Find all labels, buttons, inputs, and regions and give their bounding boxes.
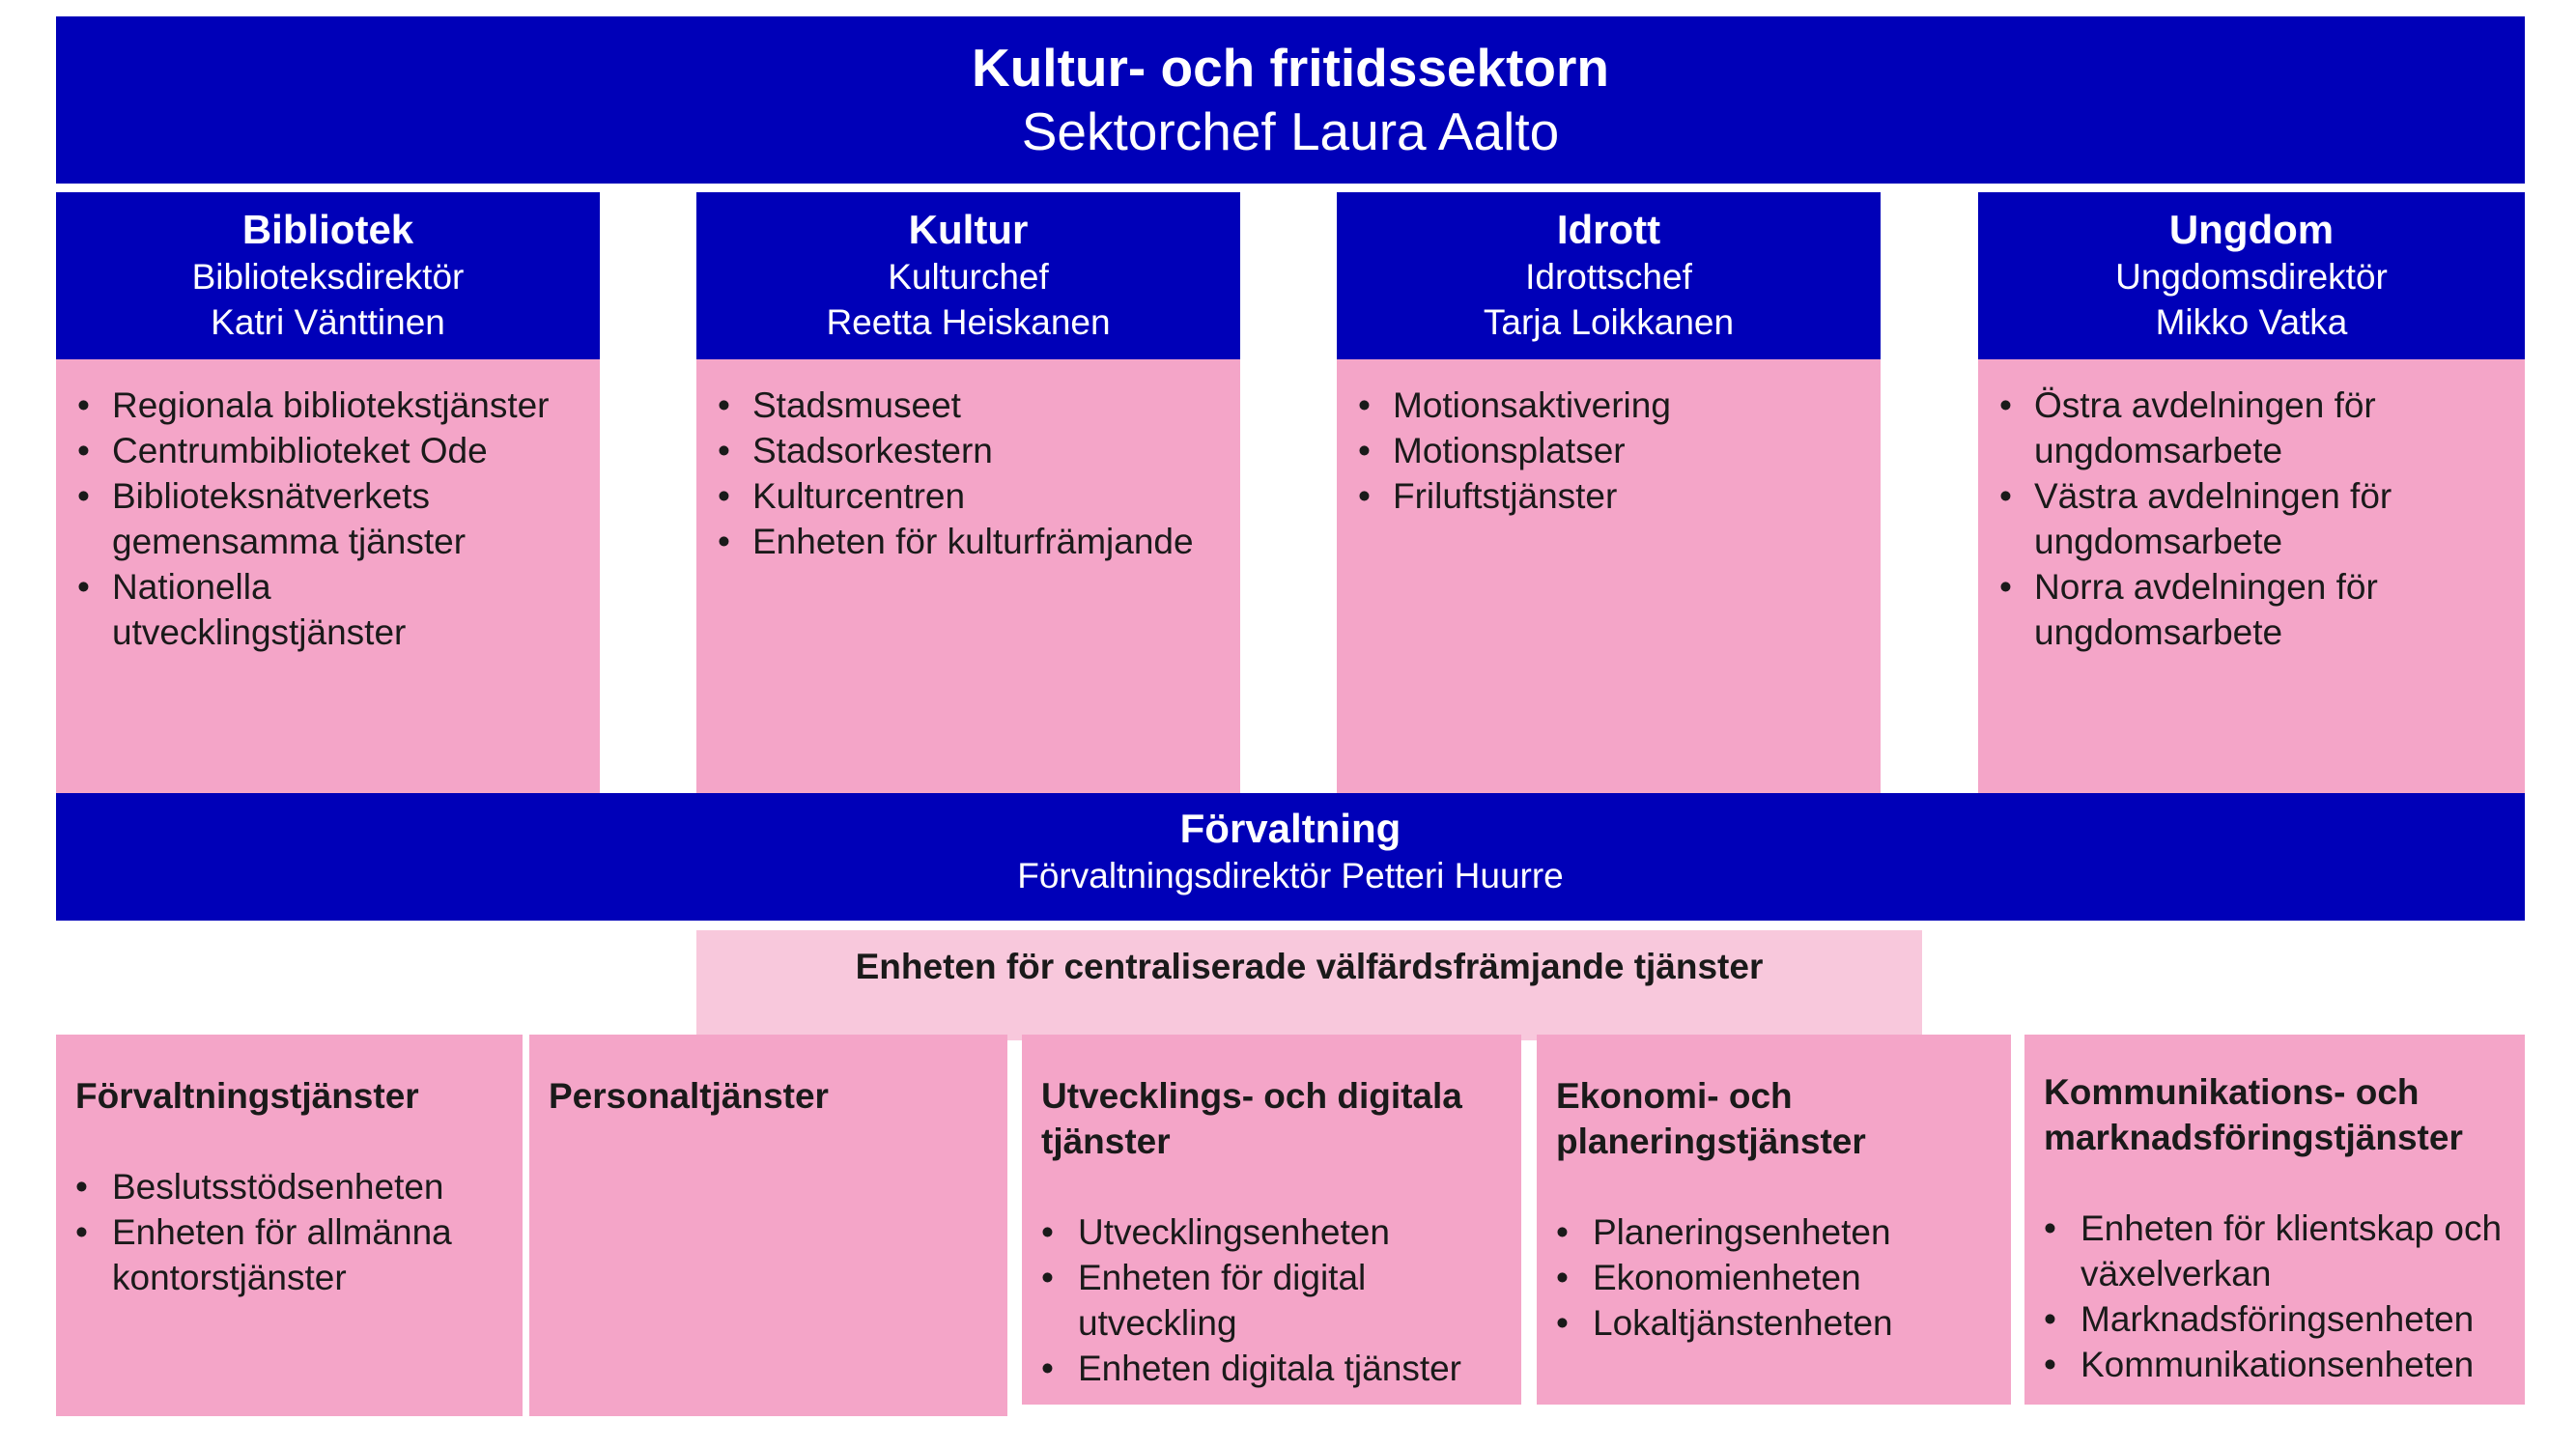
service-title: Utvecklings- och digitala tjänster bbox=[1041, 1076, 1462, 1161]
administration-title: Förvaltning bbox=[1179, 806, 1401, 851]
division-title: Kultur bbox=[908, 207, 1029, 252]
list-item: Beslutsstödsenheten bbox=[75, 1164, 505, 1209]
list-item: Östra avdelningen för ungdomsarbete bbox=[1978, 383, 2459, 473]
unit-list: Utvecklingsenheten Enheten för digital u… bbox=[1041, 1209, 1504, 1391]
division-ungdom-units: Östra avdelningen för ungdomsarbete Väst… bbox=[1978, 359, 2525, 793]
division-kultur-header: Kultur Kulturchef Reetta Heiskanen bbox=[696, 192, 1240, 359]
division-role: Biblioteksdirektör bbox=[191, 257, 465, 297]
unit-list: Östra avdelningen för ungdomsarbete Väst… bbox=[1978, 383, 2525, 655]
service-ekonomi: Ekonomi- och planeringstjänster Planerin… bbox=[1537, 1035, 2011, 1405]
unit-list: Stadsmuseet Stadsorkestern Kulturcentren… bbox=[696, 383, 1240, 564]
division-person: Tarja Loikkanen bbox=[1483, 302, 1735, 342]
sector-head: Sektorchef Laura Aalto bbox=[1021, 101, 1560, 161]
list-item: Biblioteksnätverkets gemensamma tjänster bbox=[56, 473, 498, 564]
service-kommunikation: Kommunikations- och marknadsföringstjäns… bbox=[2024, 1035, 2525, 1405]
service-title: Kommunikations- och marknadsföringstjäns… bbox=[2044, 1072, 2463, 1157]
division-role: Kulturchef bbox=[888, 257, 1049, 297]
sector-title: Kultur- och fritidssektorn bbox=[971, 38, 1610, 98]
service-title: Förvaltningstjänster bbox=[75, 1076, 419, 1116]
list-item: Nationella utvecklingstjänster bbox=[56, 564, 460, 655]
list-item: Kommunikationsenheten bbox=[2044, 1342, 2507, 1387]
unit-list: Regionala bibliotekstjänster Centrumbibl… bbox=[56, 383, 580, 655]
list-item: Motionsplatser bbox=[1337, 428, 1881, 473]
division-person: Reetta Heiskanen bbox=[826, 302, 1111, 342]
division-idrott-header: Idrott Idrottschef Tarja Loikkanen bbox=[1337, 192, 1881, 359]
list-item: Planeringsenheten bbox=[1556, 1209, 1994, 1255]
division-title: Ungdom bbox=[2168, 207, 2335, 252]
list-item: Centrumbiblioteket Ode bbox=[56, 428, 580, 473]
list-item: Enheten för allmänna kontorstjänster bbox=[75, 1209, 505, 1300]
division-idrott-units: Motionsaktivering Motionsplatser Friluft… bbox=[1337, 359, 1881, 793]
sector-header: Kultur- och fritidssektorn Sektorchef La… bbox=[56, 16, 2525, 184]
list-item: Enheten digitala tjänster bbox=[1041, 1346, 1504, 1391]
division-person: Katri Vänttinen bbox=[211, 302, 445, 342]
list-item: Enheten för kulturfrämjande bbox=[696, 519, 1240, 564]
administration-header: Förvaltning Förvaltningsdirektör Petteri… bbox=[56, 793, 2525, 921]
list-item: Friluftstjänster bbox=[1337, 473, 1881, 519]
division-bibliotek-units: Regionala bibliotekstjänster Centrumbibl… bbox=[56, 359, 600, 793]
service-forvaltning: Förvaltningstjänster Beslutsstödsenheten… bbox=[56, 1035, 523, 1416]
unit-list: Motionsaktivering Motionsplatser Friluft… bbox=[1337, 383, 1881, 519]
unit-list: Enheten för klientskap och växelverkan M… bbox=[2044, 1206, 2507, 1387]
list-item: Kulturcentren bbox=[696, 473, 1240, 519]
list-item: Ekonomienheten bbox=[1556, 1255, 1994, 1300]
list-item: Regionala bibliotekstjänster bbox=[56, 383, 580, 428]
service-utveckling: Utvecklings- och digitala tjänster Utvec… bbox=[1022, 1035, 1521, 1405]
division-title: Idrott bbox=[1556, 207, 1661, 252]
list-item: Motionsaktivering bbox=[1337, 383, 1881, 428]
unit-list: Planeringsenheten Ekonomienheten Lokaltj… bbox=[1556, 1209, 1994, 1346]
service-personal: Personaltjänster bbox=[529, 1035, 1007, 1416]
division-person: Mikko Vatka bbox=[2155, 302, 2348, 342]
service-title: Ekonomi- och planeringstjänster bbox=[1556, 1076, 1866, 1161]
list-item: Enheten för klientskap och växelverkan bbox=[2044, 1206, 2507, 1296]
division-role: Ungdomsdirektör bbox=[2115, 257, 2388, 297]
central-unit-box: Enheten för centraliserade välfärdsfrämj… bbox=[696, 930, 1922, 1040]
central-unit-title: Enheten för centraliserade välfärdsfrämj… bbox=[855, 947, 1764, 986]
list-item: Stadsmuseet bbox=[696, 383, 1240, 428]
division-bibliotek-header: Bibliotek Biblioteksdirektör Katri Väntt… bbox=[56, 192, 600, 359]
division-kultur-units: Stadsmuseet Stadsorkestern Kulturcentren… bbox=[696, 359, 1240, 793]
list-item: Norra avdelningen för ungdomsarbete bbox=[1978, 564, 2459, 655]
administration-head: Förvaltningsdirektör Petteri Huurre bbox=[1017, 856, 1564, 895]
list-item: Stadsorkestern bbox=[696, 428, 1240, 473]
list-item: Utvecklingsenheten bbox=[1041, 1209, 1504, 1255]
list-item: Lokaltjänstenheten bbox=[1556, 1300, 1994, 1346]
division-title: Bibliotek bbox=[241, 207, 414, 252]
list-item: Enheten för digital utveckling bbox=[1041, 1255, 1504, 1346]
service-title: Personaltjänster bbox=[549, 1076, 829, 1116]
division-ungdom-header: Ungdom Ungdomsdirektör Mikko Vatka bbox=[1978, 192, 2525, 359]
list-item: Marknadsföringsenheten bbox=[2044, 1296, 2507, 1342]
list-item: Västra avdelningen för ungdomsarbete bbox=[1978, 473, 2459, 564]
unit-list: Beslutsstödsenheten Enheten för allmänna… bbox=[75, 1164, 505, 1300]
division-role: Idrottschef bbox=[1525, 257, 1692, 297]
